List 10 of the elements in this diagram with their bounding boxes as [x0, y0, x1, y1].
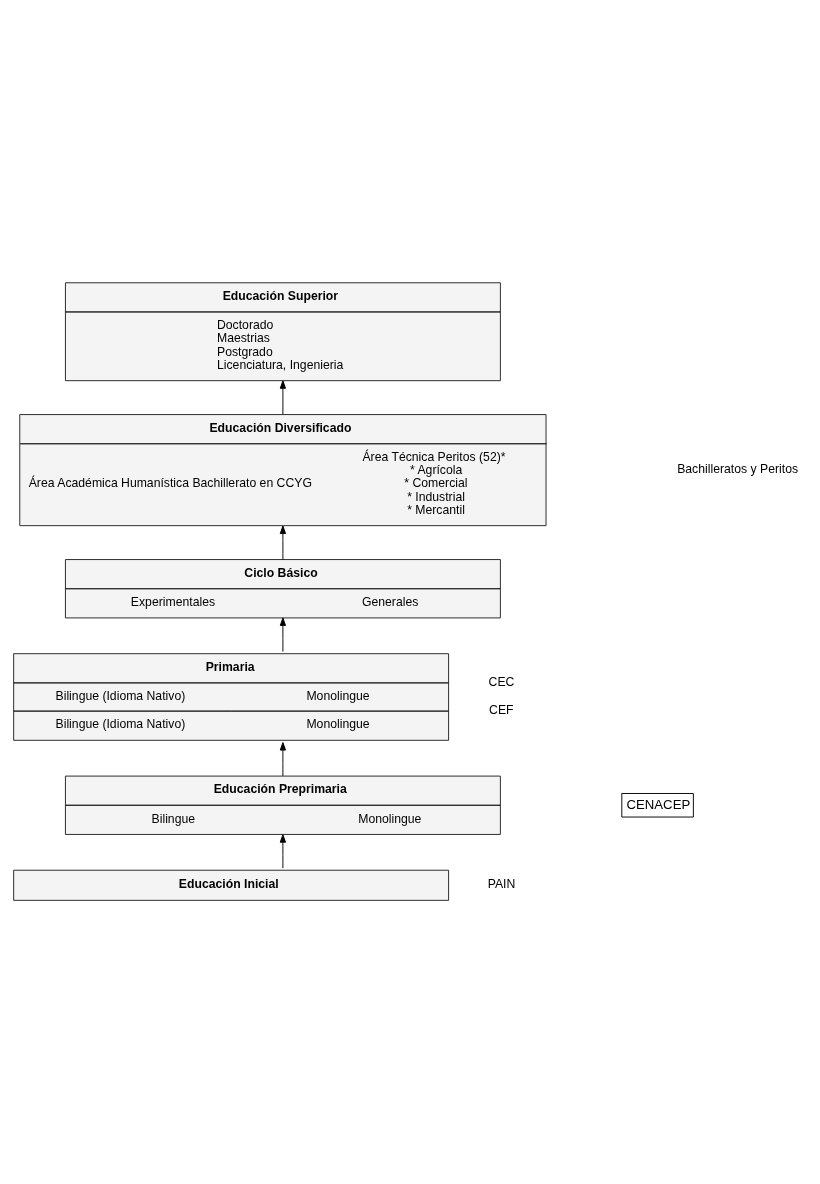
node-box: CENACEP: [621, 792, 694, 817]
node-label: PAIN: [487, 876, 516, 891]
node-label: CEF: [489, 702, 514, 717]
arrow: [279, 525, 286, 560]
arrow: [279, 833, 286, 869]
arrow: [279, 379, 286, 415]
label: Bachilleratos y Peritos: [677, 461, 799, 476]
arrow: [279, 616, 286, 652]
node-label: CEC: [488, 674, 515, 689]
arrow: [279, 741, 286, 776]
